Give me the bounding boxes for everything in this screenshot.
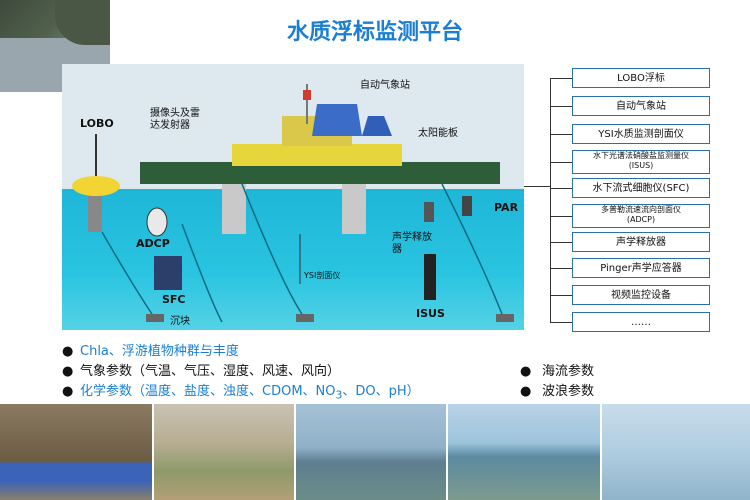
isus-instrument: [424, 254, 436, 300]
pontoon-left: [222, 184, 246, 234]
mooring-line-2: [241, 183, 303, 315]
sfc-label: SFC: [162, 293, 186, 306]
photo-platform-solar: [448, 404, 600, 500]
parameter-row-wave: ● 波浪参数: [520, 380, 594, 399]
weather-sensor: [303, 90, 311, 100]
photo-ring-frame: [154, 404, 294, 500]
instrument-item: 自动气象站: [572, 96, 710, 116]
mooring-line-4: [181, 223, 223, 323]
solar-panel-label: 太阳能板: [418, 128, 458, 139]
parameter-text: 、DO、pH）: [342, 384, 420, 399]
instrument-item: YSI水质监测剖面仪: [572, 124, 710, 144]
isus-label: ISUS: [416, 307, 445, 320]
mooring-line-1: [101, 231, 153, 315]
acoustic-release-label: 声学释放 器: [392, 232, 432, 255]
bullet-dot: ●: [62, 384, 74, 399]
instrument-item: ……: [572, 312, 710, 332]
bracket-tick: [550, 216, 572, 217]
bracket-tick: [550, 78, 572, 79]
instrument-item: 水下光谱法硝酸盐监测量仪 (ISUS): [572, 150, 710, 174]
bullet-dot: ●: [520, 364, 532, 379]
solar-panel-shape: [312, 104, 362, 136]
bracket-vertical: [550, 78, 551, 322]
connector-line: [524, 186, 550, 187]
bracket-tick: [550, 268, 572, 269]
bracket-tick: [550, 106, 572, 107]
acoustic-release-instrument: [424, 202, 434, 222]
bracket-tick: [550, 322, 572, 323]
bullet-dot: ●: [520, 384, 532, 399]
parameter-text: 波浪参数: [542, 384, 595, 399]
par-label: PAR: [494, 201, 519, 214]
mooring-line-3: [441, 183, 503, 315]
instrument-item: Pinger声学应答器: [572, 258, 710, 278]
lobo-sensor: [88, 196, 102, 232]
parameter-text: 气象参数（气温、气压、湿度、风速、风向）: [80, 364, 341, 379]
instrument-item: 视频监控设备: [572, 285, 710, 305]
parameter-text: 化学参数（温度、盐度、浊度、CDOM、NO: [80, 384, 336, 399]
bracket-tick: [550, 134, 572, 135]
photo-platform-construction: [0, 404, 152, 500]
photo-platform-at-sea: [296, 404, 446, 500]
parameter-row-weather: ● 气象参数（气温、气压、湿度、风速、风向）: [62, 360, 340, 379]
diagram-water: [62, 189, 524, 330]
anchor-block-3: [496, 314, 514, 322]
lobo-label: LOBO: [80, 117, 114, 130]
adcp-label: ADCP: [136, 237, 170, 250]
bracket-tick: [550, 242, 572, 243]
parameter-text: Chla、浮游植物种群与丰度: [80, 344, 239, 359]
parameter-subscript: 3: [335, 388, 343, 402]
solar-panel-shape-2: [362, 116, 392, 136]
instrument-item: 水下流式细胞仪(SFC): [572, 178, 710, 198]
instrument-item: 多普勒流速流向剖面仪 (ADCP): [572, 204, 710, 228]
bullet-dot: ●: [62, 344, 74, 359]
parameter-row-chla: ● Chla、浮游植物种群与丰度: [62, 340, 239, 359]
page-title: 水质浮标监测平台: [286, 20, 463, 45]
instrument-item: LOBO浮标: [572, 68, 710, 88]
bracket-tick: [550, 162, 572, 163]
par-instrument: [462, 196, 472, 216]
platform-cabin: [232, 144, 402, 166]
bullet-dot: ●: [62, 364, 74, 379]
weather-station-label: 自动气象站: [360, 80, 410, 91]
platform-diagram: LOBO 摄像头及雷 达发射器 自动气象站 太阳能板 PAR ADCP SFC …: [62, 64, 524, 330]
camera-radar-label: 摄像头及雷 达发射器: [150, 108, 200, 131]
ysi-profiler-label: YSI剖面仪: [304, 271, 341, 280]
platform-illustration: [72, 84, 514, 323]
anchor-block-1: [146, 314, 164, 322]
anchor-block-2: [296, 314, 314, 322]
anchor-block-label: 沉块: [170, 316, 190, 327]
platform-deck: [140, 162, 500, 184]
bracket-tick: [550, 295, 572, 296]
lobo-buoy: [72, 176, 120, 196]
adcp-instrument: [146, 207, 168, 237]
instrument-item: 声学释放器: [572, 232, 710, 252]
bracket-tick: [550, 188, 572, 189]
parameter-text: 海流参数: [542, 364, 595, 379]
photo-lobo-buoy: [602, 404, 750, 500]
sfc-instrument: [154, 256, 182, 290]
parameter-row-chemistry: ● 化学参数（温度、盐度、浊度、CDOM、NO3、DO、pH）: [62, 380, 420, 402]
pontoon-right: [342, 184, 366, 234]
parameter-row-current: ● 海流参数: [520, 360, 594, 379]
